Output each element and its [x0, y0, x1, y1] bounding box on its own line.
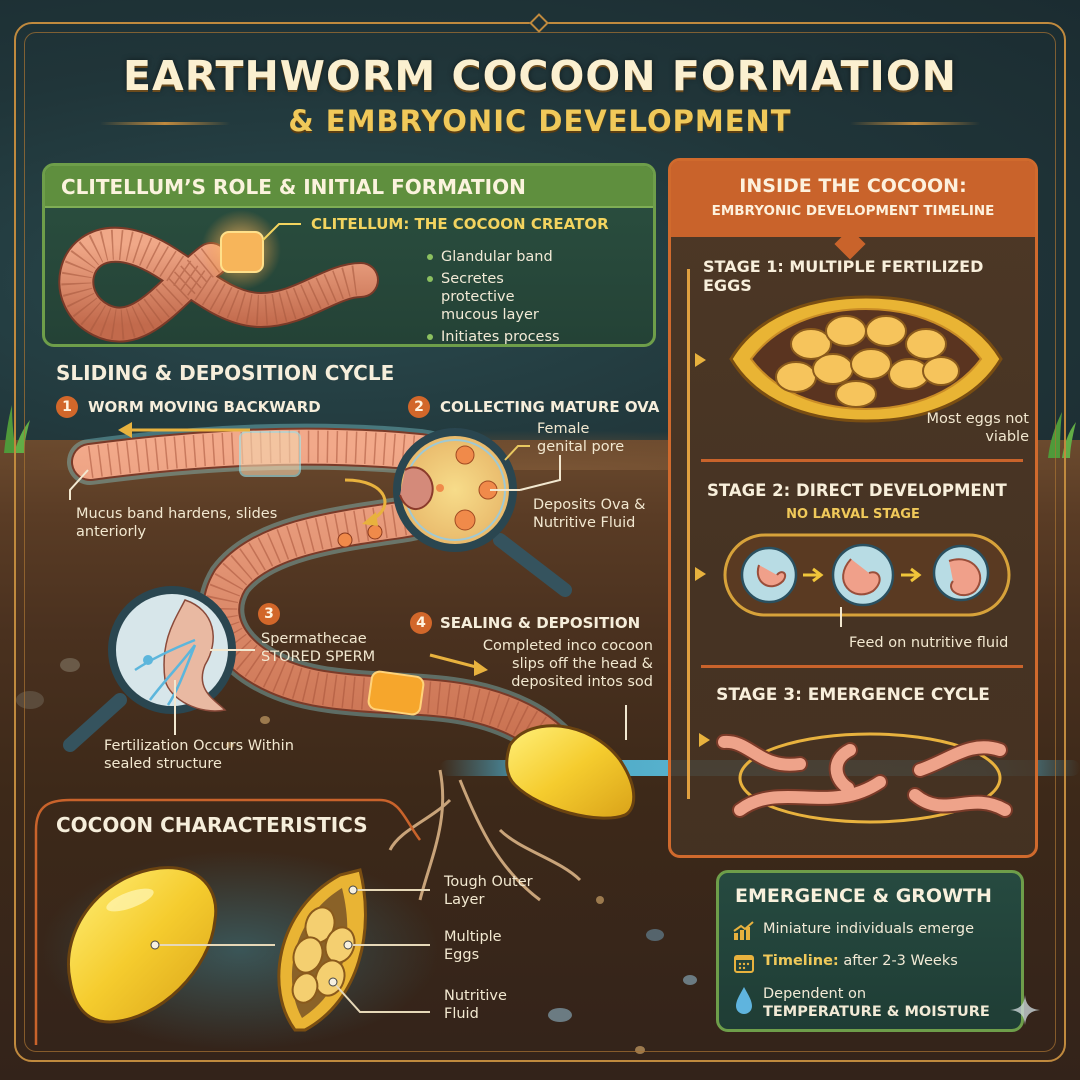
- step-1-note: Mucus band hardens, slides anteriorly: [76, 506, 278, 540]
- clitellum-heading: CLITELLUM’S ROLE & INITIAL FORMATION: [61, 175, 526, 199]
- stage-divider: [701, 665, 1023, 668]
- title-rule-right: [850, 122, 980, 125]
- cocoon-heading: COCOON CHARACTERISTICS: [56, 813, 368, 837]
- stage-2-sub: NO LARVAL STAGE: [786, 507, 920, 522]
- sparkle-icon: [1010, 995, 1040, 1025]
- embryo-development-illustration: [723, 533, 1011, 627]
- timeline-header: [671, 161, 1035, 237]
- title-rule-left: [100, 122, 230, 125]
- emergence-row-text: Miniature individuals emerge: [763, 921, 975, 937]
- step-4-label: SEALING & DEPOSITION: [440, 614, 641, 632]
- stage-3-arrow-icon: [699, 733, 710, 747]
- step-2-badge: 2: [408, 396, 430, 418]
- clitellum-bullets: Glandular band Secretes protective mucou…: [427, 248, 567, 344]
- water-drop-icon: [733, 985, 755, 1019]
- stage-3-label: STAGE 3: EMERGENCE CYCLE: [716, 685, 990, 705]
- clitellum-panel-header: [45, 166, 653, 208]
- cocoon-eggs-illustration: [729, 295, 1003, 423]
- bullet-item: Secretes protective mucous layer: [427, 270, 567, 324]
- grass-left-icon: [4, 405, 30, 453]
- step-3-label-2: STORED SPERM: [261, 649, 376, 665]
- growth-chart-icon: [733, 921, 755, 945]
- cocoon-label-eggs: Multiple Eggs: [444, 929, 502, 963]
- emergence-row-text: Dependent on: [763, 986, 867, 1002]
- clitellum-callout: CLITELLUM: THE COCOON CREATOR: [311, 215, 609, 233]
- decorative-frame-inner: [24, 32, 1056, 1052]
- cocoon-characteristics-illustration: [40, 850, 440, 1050]
- step-2-label: COLLECTING MATURE OVA: [440, 398, 660, 416]
- stage-divider: [701, 459, 1023, 462]
- emergence-panel: EMERGENCE & GROWTH Miniature individuals…: [716, 870, 1024, 1032]
- cycle-heading: SLIDING & DEPOSITION CYCLE: [56, 361, 395, 385]
- step-3-label: Spermathecae: [261, 631, 367, 647]
- stage-1-label: STAGE 1: MULTIPLE FERTILIZED EGGS: [703, 257, 984, 295]
- emergence-row: Timeline: after 2-3 Weeks: [733, 953, 958, 977]
- emergence-heading: EMERGENCE & GROWTH: [735, 885, 992, 907]
- worm-figure-eight-illustration: [58, 210, 379, 343]
- page-subtitle: & EMBRYONIC DEVELOPMENT: [288, 104, 792, 138]
- step-3-note: Fertilization Occurs Within sealed struc…: [104, 738, 294, 772]
- step-4-badge: 4: [410, 612, 432, 634]
- emergence-row: Miniature individuals emerge: [733, 921, 974, 945]
- step-4-note: Completed inco cocoon slips off the head…: [482, 638, 653, 690]
- emergence-row-text: after 2-3 Weeks: [843, 953, 958, 969]
- timeline-label: Timeline:: [763, 953, 839, 969]
- emergence-row: Dependent on TEMPERATURE & MOISTURE: [733, 985, 990, 1021]
- timeline-rail: [687, 269, 690, 799]
- page-title: EARTHWORM COCOON FORMATION: [123, 52, 957, 100]
- step-2-pore-note: Female genital pore: [537, 421, 625, 455]
- stage-2-note: Feed on nutritive fluid: [849, 635, 1009, 651]
- step-3-badge: 3: [258, 603, 280, 625]
- emergence-row-bold: TEMPERATURE & MOISTURE: [763, 1004, 990, 1020]
- emerging-worms-illustration: [716, 732, 1013, 824]
- stage-1-note: Most eggs not viable: [926, 411, 1029, 445]
- stage-2-label: STAGE 2: DIRECT DEVELOPMENT: [707, 481, 1007, 500]
- timeline-subheading: EMBRYONIC DEVELOPMENT TIMELINE: [711, 203, 995, 219]
- bullet-item: Initiates process: [427, 328, 567, 344]
- bullet-item: Glandular band: [427, 248, 567, 266]
- step-1-badge: 1: [56, 396, 78, 418]
- cocoon-label-fluid: Nutritive Fluid: [444, 988, 507, 1022]
- clitellum-panel: CLITELLUM’S ROLE & INITIAL FORMATION CLI…: [42, 163, 656, 347]
- calendar-icon: [733, 953, 755, 977]
- step-1-label: WORM MOVING BACKWARD: [88, 398, 321, 416]
- cocoon-label-outer-layer: Tough Outer Layer: [444, 874, 533, 908]
- timeline-heading: INSIDE THE COCOON:: [739, 175, 967, 197]
- step-2-note: Deposits Ova & Nutritive Fluid: [533, 497, 646, 531]
- stage-1-arrow-icon: [695, 353, 706, 367]
- stage-2-arrow-icon: [695, 567, 706, 581]
